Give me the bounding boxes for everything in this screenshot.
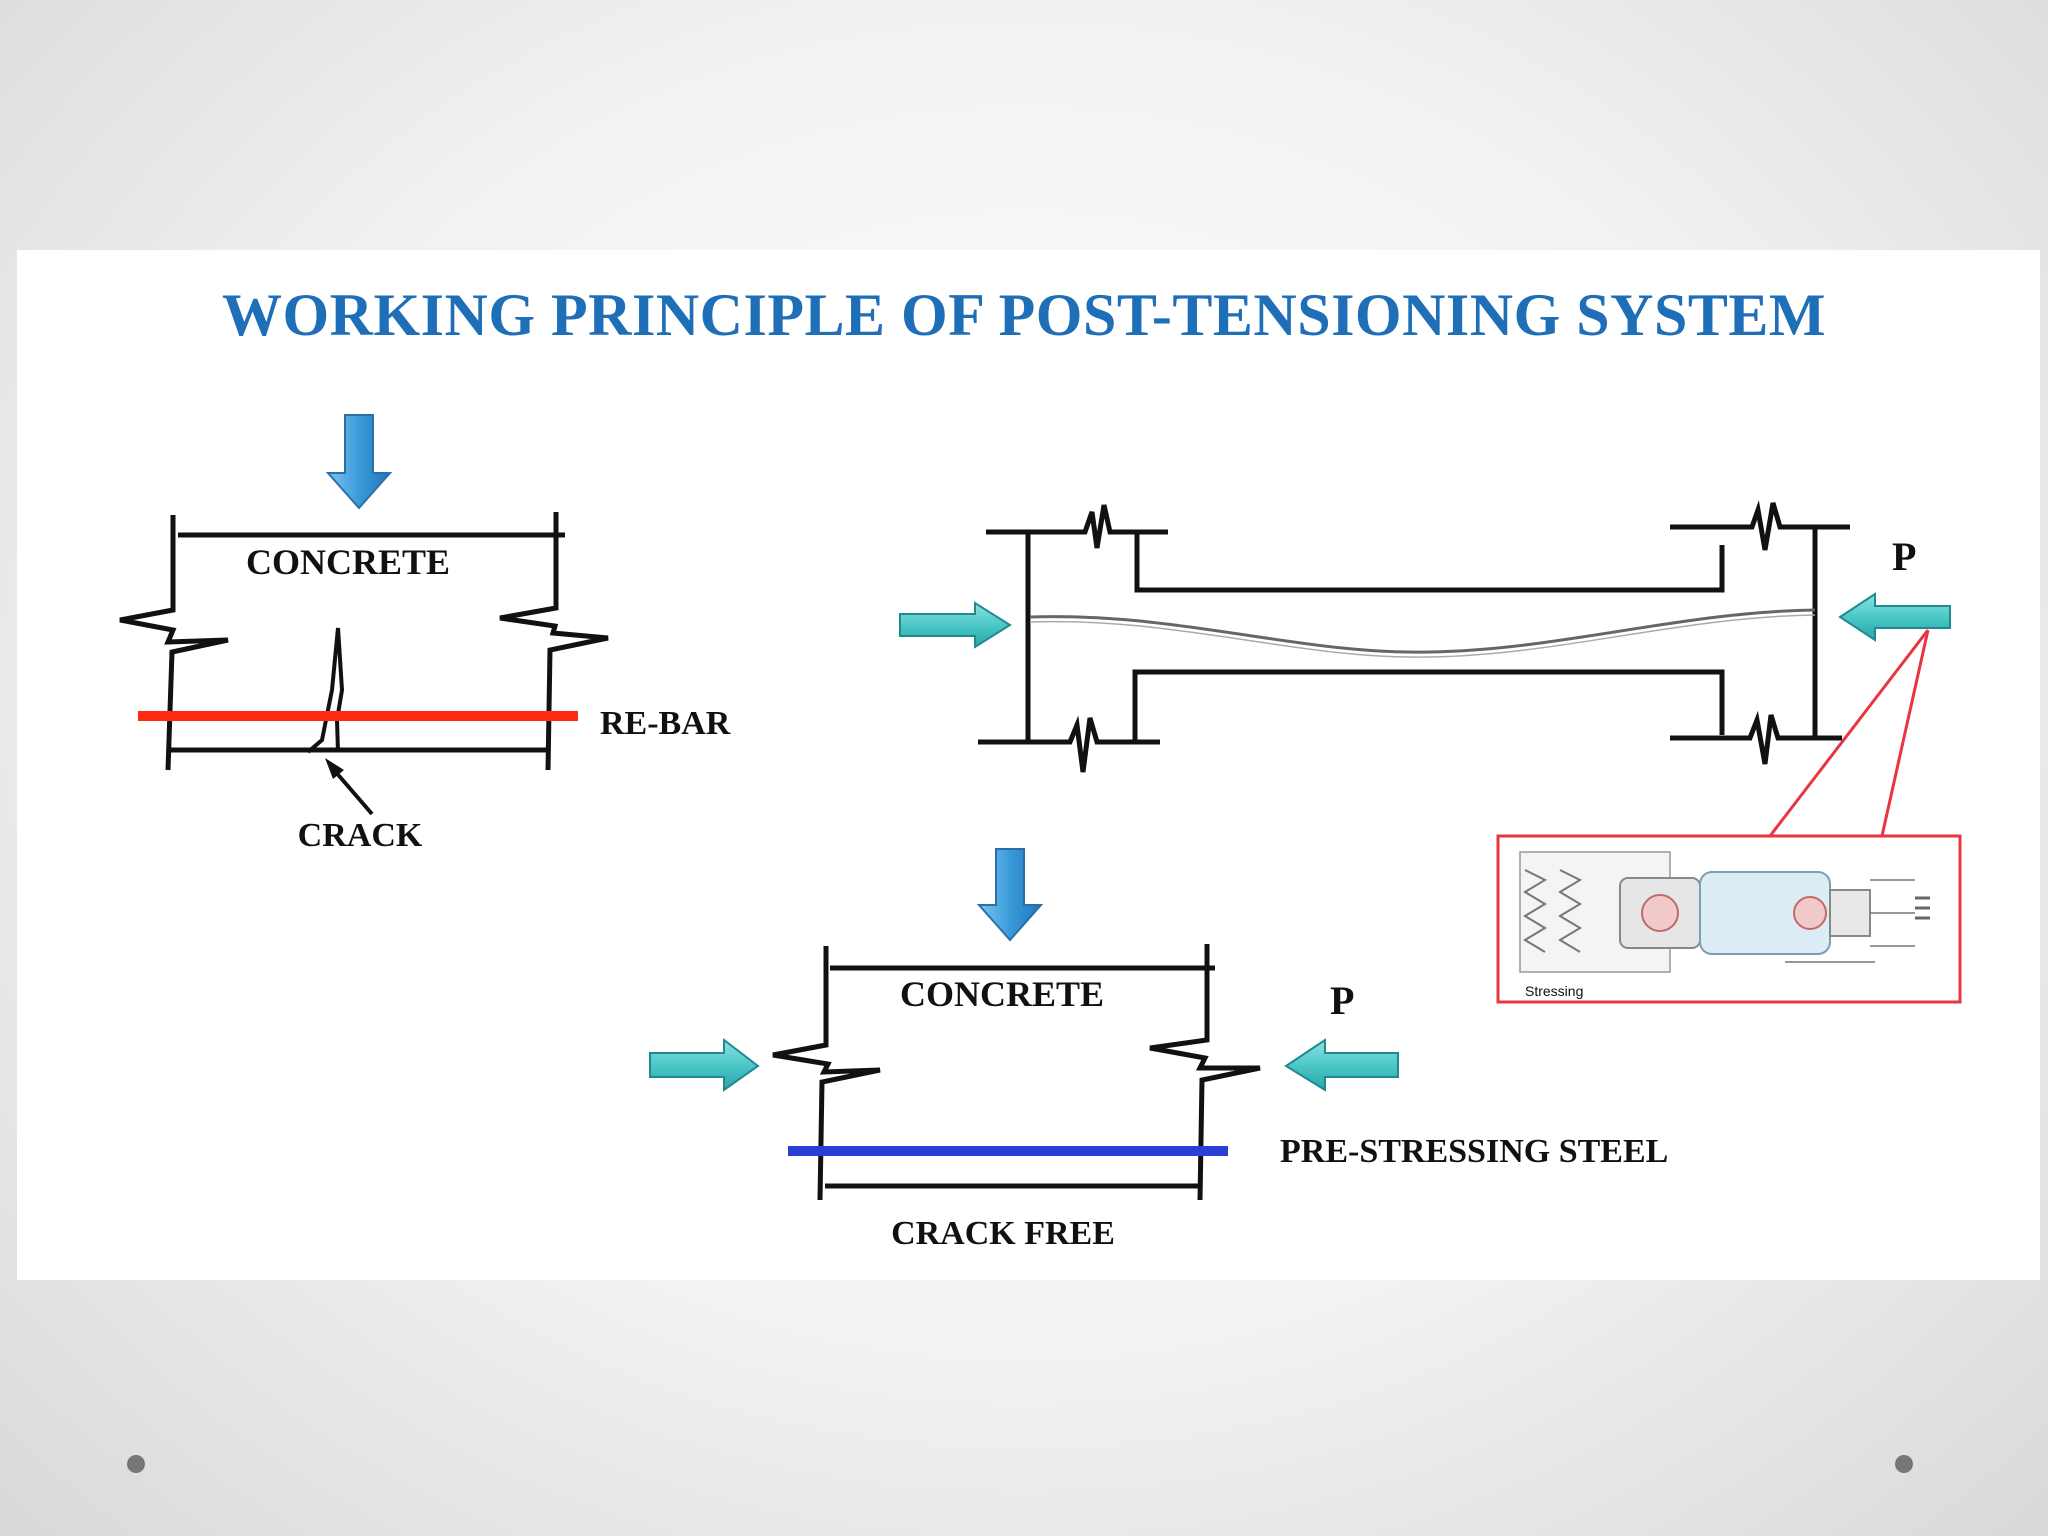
concrete-label-bottom: CONCRETE xyxy=(900,974,1104,1014)
down-arrow-icon xyxy=(325,414,393,510)
tendon-profile xyxy=(1029,608,1816,654)
rebar-label: RE-BAR xyxy=(600,705,731,742)
slide-nav-dot-left xyxy=(127,1455,145,1473)
force-p-label-bottom: P xyxy=(1330,978,1354,1023)
horizontal-arrow-icon xyxy=(1838,592,1951,642)
horizontal-arrow-icon xyxy=(1284,1038,1399,1092)
stressing-caption: Stressing xyxy=(1525,983,1583,999)
post-tensioned-beam: P xyxy=(899,500,1951,773)
concrete-label-top: CONCRETE xyxy=(246,542,450,582)
prestressed-beam-diagram: CONCRETE P PRE-STRESSING STEEL CRACK FRE… xyxy=(649,848,1668,1252)
crack-label: CRACK xyxy=(298,817,423,854)
rc-beam-diagram: CONCRETE RE-BAR CRACK xyxy=(119,414,731,854)
prestressing-steel-label: PRE-STRESSING STEEL xyxy=(1280,1133,1668,1170)
stressing-detail-callout: Stressing xyxy=(1496,629,1962,1004)
slide-nav-dot-right xyxy=(1895,1455,1913,1473)
force-p-label-right: P xyxy=(1892,534,1916,579)
horizontal-arrow-icon xyxy=(649,1037,760,1092)
down-arrow-icon xyxy=(976,848,1044,942)
crack-free-label: CRACK FREE xyxy=(891,1215,1115,1252)
horizontal-arrow-icon xyxy=(899,601,1012,649)
slide-title: WORKING PRINCIPLE OF POST-TENSIONING SYS… xyxy=(222,282,1826,348)
